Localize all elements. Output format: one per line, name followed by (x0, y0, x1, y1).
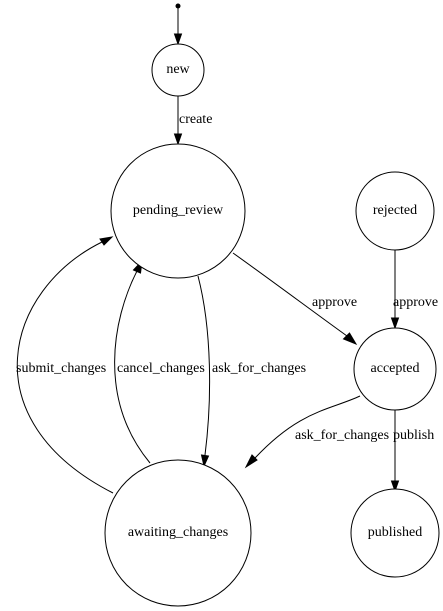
state-label-accepted: accepted (371, 361, 420, 376)
edge-approve-from-rejected[interactable]: approve (390, 250, 439, 330)
arrowhead (200, 454, 210, 468)
arrowhead (342, 332, 358, 346)
arrowhead (99, 236, 114, 246)
edge-label-ask-for-changes-pending: ask_for_changes (212, 361, 306, 376)
edge-create[interactable]: create (173, 96, 213, 146)
arrowhead (173, 133, 183, 146)
edge-label-approve-rejected: approve (393, 295, 438, 310)
edge-label-create: create (179, 112, 212, 127)
edge-cancel-changes[interactable]: cancel_changes (114, 259, 205, 464)
edge-ask-for-changes-from-accepted[interactable]: ask_for_changes (244, 395, 389, 469)
state-label-rejected: rejected (373, 203, 417, 218)
state-node-pending-review[interactable]: pending_review (110, 143, 246, 279)
edge-label-approve-pending: approve (312, 295, 357, 310)
state-label-pending-review: pending_review (133, 203, 224, 218)
state-label-new: new (166, 62, 190, 77)
edge-publish[interactable]: publish (390, 410, 435, 493)
edge-approve-from-pending[interactable]: approve (232, 252, 358, 346)
edge-label-cancel-changes: cancel_changes (117, 361, 205, 376)
arrowhead (244, 454, 258, 469)
state-node-published[interactable]: published (350, 488, 440, 578)
arrowhead (173, 33, 183, 46)
arrowhead (390, 317, 400, 330)
start-point (175, 3, 181, 9)
edge-ask-for-changes-from-pending[interactable]: ask_for_changes (197, 275, 306, 468)
state-node-awaiting-changes[interactable]: awaiting_changes (104, 459, 252, 607)
state-node-rejected[interactable]: rejected (355, 171, 435, 251)
state-label-awaiting-changes: awaiting_changes (128, 525, 228, 540)
edge-label-publish: publish (393, 428, 434, 443)
arrowhead (390, 480, 400, 493)
edge-label-submit-changes: submit_changes (16, 361, 106, 376)
state-node-new[interactable]: new (151, 43, 205, 97)
state-label-published: published (368, 525, 422, 540)
edge-submit-changes[interactable]: submit_changes (16, 236, 114, 494)
state-node-accepted[interactable]: accepted (353, 327, 437, 411)
edge-start-new (173, 8, 183, 46)
edge-label-ask-for-changes-accepted: ask_for_changes (295, 428, 389, 443)
